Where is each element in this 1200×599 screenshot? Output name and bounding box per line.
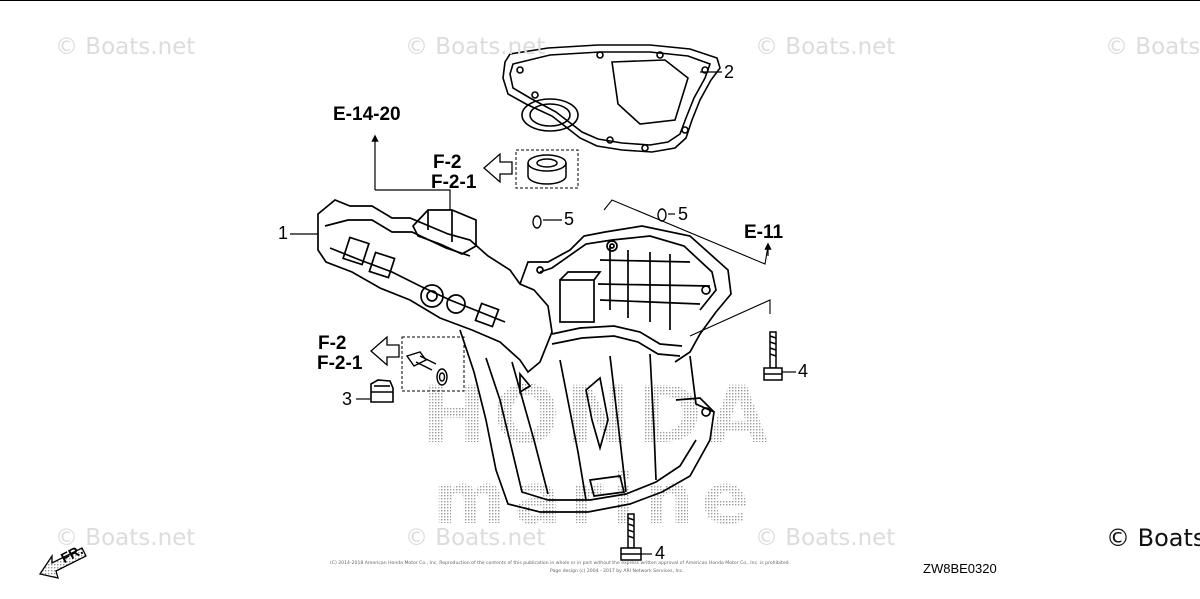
callout-1[interactable]: 1 bbox=[278, 223, 289, 243]
reference-f-2-1-upper[interactable]: F-2-1 bbox=[431, 172, 477, 193]
e-11-leader bbox=[603, 199, 771, 337]
callout-5-right[interactable]: 5 bbox=[678, 204, 689, 224]
callout-4-bottom[interactable]: 4 bbox=[655, 543, 666, 563]
hollow-arrow-lower bbox=[370, 335, 400, 367]
oil-case-assembly-part-1 bbox=[317, 199, 732, 513]
seal-detail-box bbox=[515, 149, 579, 189]
reference-e-14-20[interactable]: E-14-20 bbox=[333, 104, 401, 125]
honda-marine-stamp: HONDA marine bbox=[422, 371, 774, 540]
callout-3[interactable]: 3 bbox=[342, 389, 353, 409]
watermark: © Boats.net bbox=[755, 34, 896, 60]
drain-plug-with-washer bbox=[405, 351, 448, 386]
corner-brand: © Boats bbox=[1106, 524, 1200, 552]
watermark: © Boats.net bbox=[405, 34, 546, 60]
watermark: © Boats.net bbox=[55, 34, 196, 60]
oil-plug-part-3 bbox=[370, 379, 394, 403]
copyright-line-2: Page design (c) 2004 - 2017 by ARI Netwo… bbox=[550, 569, 684, 574]
watermark: © Boats.net bbox=[1105, 34, 1200, 60]
reference-f-2-lower[interactable]: F-2 bbox=[318, 333, 347, 354]
reference-f-2-upper[interactable]: F-2 bbox=[433, 152, 462, 173]
o-ring-part-5 bbox=[532, 208, 667, 229]
callout-2[interactable]: 2 bbox=[724, 62, 735, 82]
reference-f-2-1-lower[interactable]: F-2-1 bbox=[317, 353, 363, 374]
hollow-arrow-upper bbox=[483, 152, 513, 184]
copyright-line-1: (C) 2014-2018 American Honda Motor Co., … bbox=[330, 561, 791, 566]
plug-detail-box bbox=[401, 336, 465, 392]
front-direction-arrow bbox=[38, 547, 87, 579]
bolt-part-4-right bbox=[763, 331, 783, 381]
diagram-code: ZW8BE0320 bbox=[923, 561, 997, 576]
reference-e-11[interactable]: E-11 bbox=[744, 222, 784, 243]
watermark: © Boats.net bbox=[405, 525, 546, 551]
watermark: © Boats.net bbox=[755, 525, 896, 551]
gasket-part-2 bbox=[502, 44, 721, 153]
seal-part bbox=[527, 154, 567, 185]
bolt-part-4-bottom bbox=[620, 513, 642, 561]
svg-text:HONDA: HONDA bbox=[422, 371, 774, 461]
callout-4-right[interactable]: 4 bbox=[798, 361, 809, 381]
callout-5-left[interactable]: 5 bbox=[564, 209, 575, 229]
watermark: © Boats.net bbox=[55, 525, 196, 551]
